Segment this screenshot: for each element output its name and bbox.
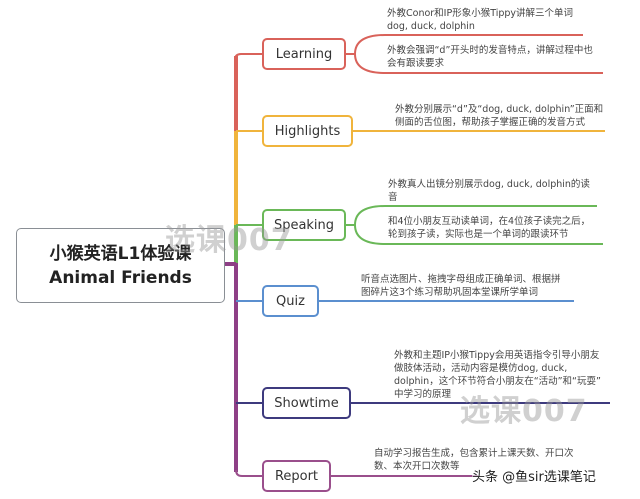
note-learning-1: 外教Conor和IP形象小猴Tippy讲解三个单词 dog, duck, dol…	[387, 8, 574, 32]
branch-report[interactable]: Report	[262, 460, 331, 492]
note-quiz-1: 听音点选图片、拖拽字母组成正确单词、根据拼 图碎片这3个练习帮助巩固本堂课所学单…	[361, 274, 561, 298]
note-speaking-2: 和4位小朋友互动读单词，在4位孩子读完之后， 轮到孩子读，实际也是一个单词的跟读…	[388, 216, 591, 240]
note-speaking-1: 外教真人出镜分别展示dog, duck, dolphin的读 音	[388, 179, 590, 203]
watermark: 选课007	[165, 223, 293, 258]
note-showtime-1: 外教和主题IP小猴Tippy会用英语指令引导小朋友 做肢体活动，活动内容是模仿d…	[394, 350, 601, 400]
credit-text: 头条 @鱼sir选课笔记	[472, 466, 596, 485]
branch-quiz[interactable]: Quiz	[262, 285, 319, 317]
central-topic-title: 小猴英语L1体验课	[49, 243, 192, 264]
branch-showtime[interactable]: Showtime	[262, 387, 351, 419]
note-learning-2: 外教会强调“d”开头时的发音特点，讲解过程中也 会有跟读要求	[387, 45, 593, 69]
branch-highlights[interactable]: Highlights	[262, 115, 353, 147]
branch-speaking[interactable]: Speaking	[262, 209, 346, 241]
note-report-1: 自动学习报告生成，包含累计上课天数、开口次 数、本次开口次数等	[374, 448, 574, 472]
central-topic[interactable]: 小猴英语L1体验课 Animal Friends	[16, 228, 225, 303]
branch-learning[interactable]: Learning	[262, 38, 346, 70]
central-topic-subtitle: Animal Friends	[49, 267, 192, 288]
watermark: 选课007	[460, 394, 588, 429]
note-highlights-1: 外教分别展示“d”及“dog, duck, dolphin”正面和 侧面的舌位图…	[395, 104, 604, 128]
